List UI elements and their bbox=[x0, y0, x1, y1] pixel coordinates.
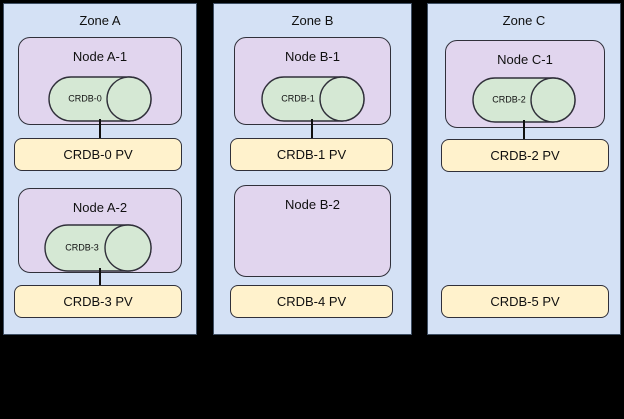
database-crdb-1[interactable]: CRDB-1 bbox=[261, 76, 365, 122]
node-c-1-title: Node C-1 bbox=[497, 52, 553, 67]
connector-node-a-1-to-crdb-0-pv bbox=[99, 119, 101, 140]
pv-crdb-4[interactable]: CRDB-4 PV bbox=[230, 285, 393, 318]
pv-crdb-0-label: CRDB-0 PV bbox=[63, 147, 133, 162]
pv-crdb-4-label: CRDB-4 PV bbox=[276, 294, 347, 309]
pv-crdb-1-label: CRDB-1 PV bbox=[276, 147, 347, 162]
zone-a-title: Zone A bbox=[79, 13, 121, 28]
database-crdb-0[interactable]: CRDB-0 bbox=[48, 76, 152, 122]
connector-node-b-1-to-crdb-1-pv bbox=[311, 119, 313, 140]
cylinder-icon bbox=[44, 224, 152, 272]
connector-node-a-2-to-crdb-3-pv bbox=[99, 268, 101, 287]
pv-crdb-3[interactable]: CRDB-3 PV bbox=[14, 285, 182, 318]
node-b-1-title: Node B-1 bbox=[285, 49, 340, 64]
node-a-2-title: Node A-2 bbox=[72, 200, 128, 215]
node-b-2[interactable]: Node B-2 bbox=[234, 185, 391, 277]
connector-node-c-1-to-crdb-2-pv bbox=[523, 120, 525, 141]
zone-c-title: Zone C bbox=[502, 13, 546, 28]
pv-crdb-2-label: CRDB-2 PV bbox=[490, 148, 560, 163]
pv-crdb-3-label: CRDB-3 PV bbox=[63, 294, 133, 309]
cylinder-icon bbox=[472, 77, 576, 123]
database-crdb-3[interactable]: CRDB-3 bbox=[44, 224, 152, 272]
zone-b-title: Zone B bbox=[291, 13, 334, 28]
cylinder-icon bbox=[261, 76, 365, 122]
pv-crdb-0[interactable]: CRDB-0 PV bbox=[14, 138, 182, 171]
pv-crdb-2[interactable]: CRDB-2 PV bbox=[441, 139, 609, 172]
node-a-1-title: Node A-1 bbox=[72, 49, 128, 64]
pv-crdb-1[interactable]: CRDB-1 PV bbox=[230, 138, 393, 171]
database-crdb-2[interactable]: CRDB-2 bbox=[472, 77, 576, 123]
pv-crdb-5-label: CRDB-5 PV bbox=[490, 294, 560, 309]
cylinder-icon bbox=[48, 76, 152, 122]
node-b-2-title: Node B-2 bbox=[285, 197, 340, 212]
pv-crdb-5[interactable]: CRDB-5 PV bbox=[441, 285, 609, 318]
